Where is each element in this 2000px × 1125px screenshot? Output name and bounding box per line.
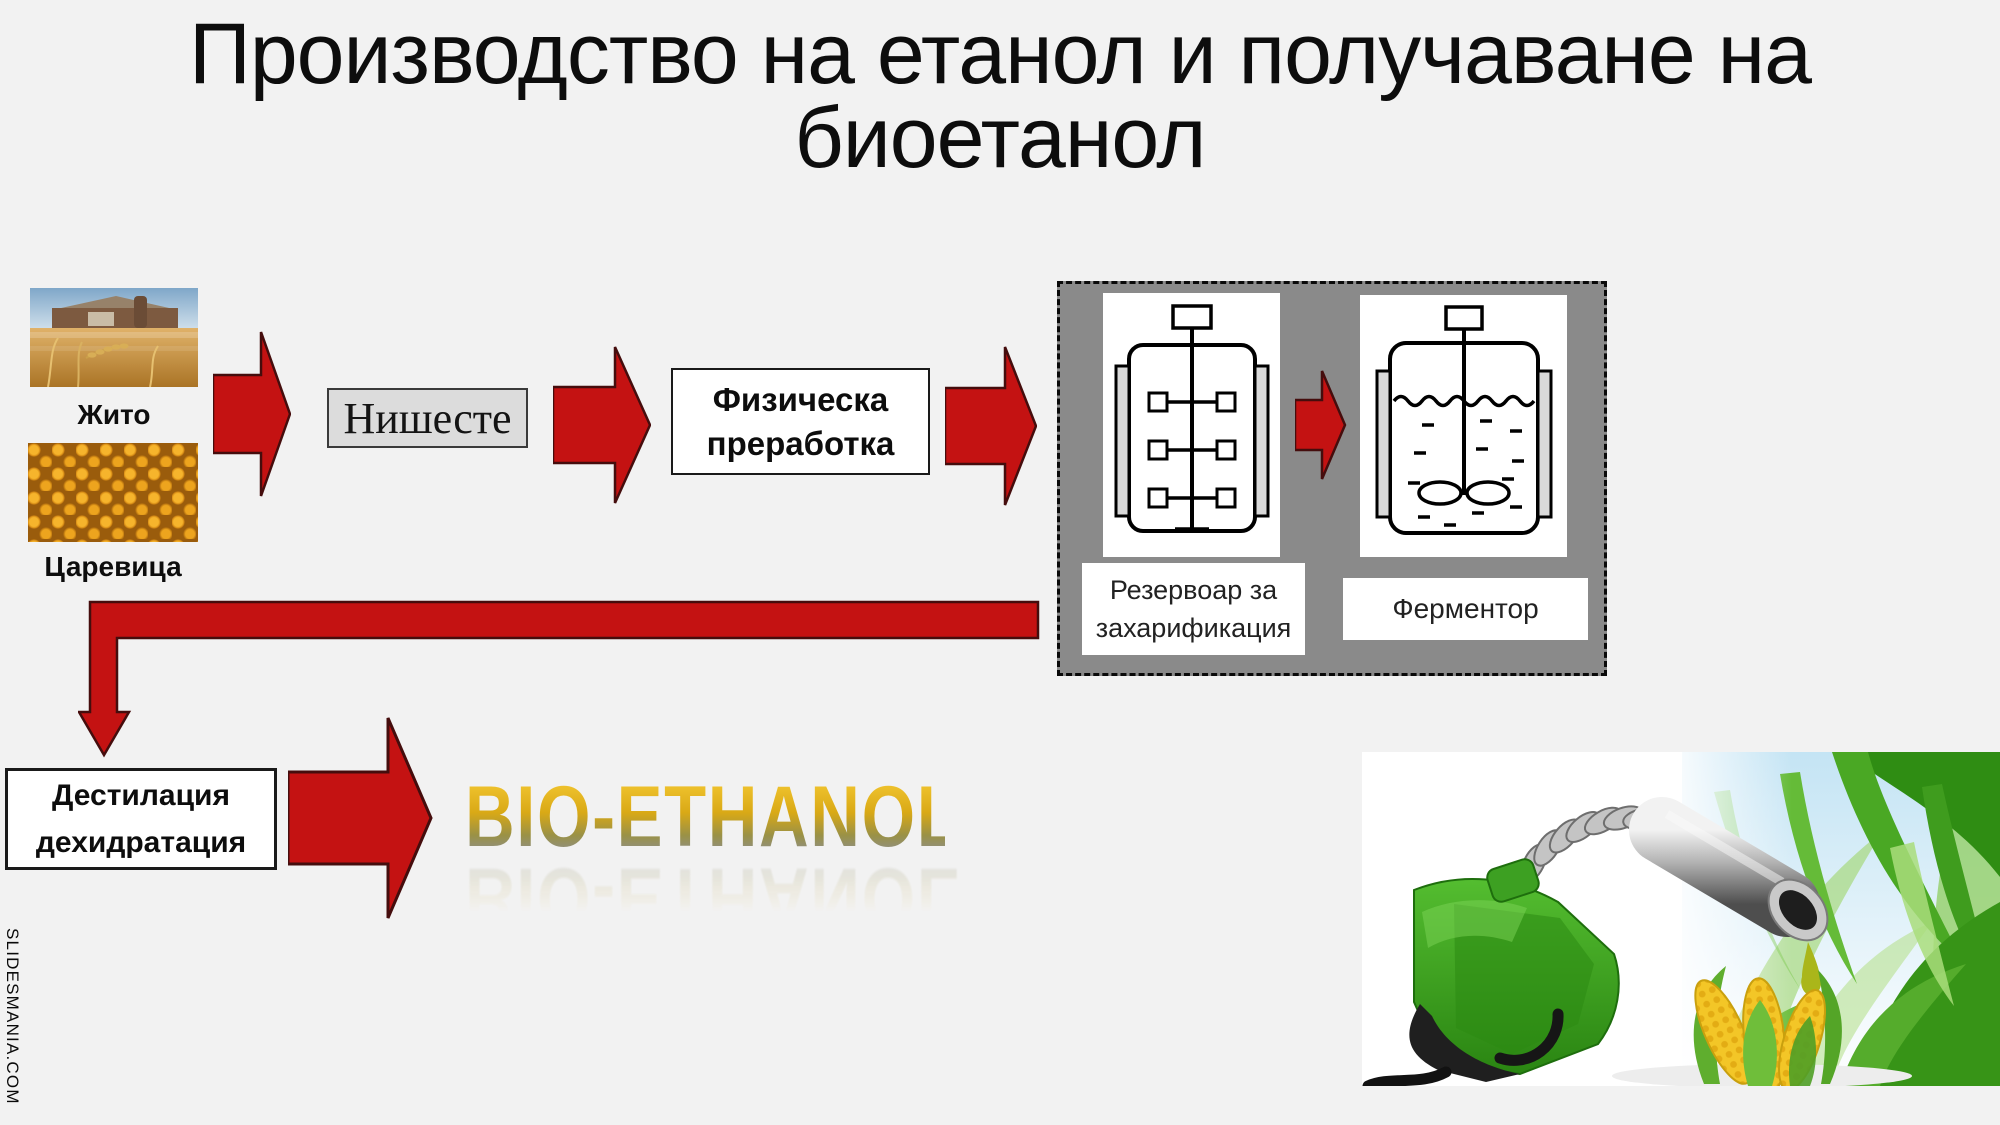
fermenter-label-text: Ферментор: [1392, 593, 1539, 624]
flow-arrow-1-icon: [213, 331, 291, 497]
physical-processing-line2: преработка: [706, 424, 895, 462]
saccharification-label: Резервоар за захарификация: [1082, 563, 1305, 655]
corn-label: Царевица: [44, 551, 182, 582]
slide-title: Производство на етанол и получаване на б…: [189, 6, 1812, 186]
watermark: SLIDESMANIA.COM: [3, 928, 22, 1105]
physical-processing-box: Физическа преработка: [671, 368, 930, 475]
panel-arrow-icon: [1295, 370, 1347, 480]
saccharification-label-line2: захарификация: [1095, 613, 1292, 643]
flow-arrow-3-icon: [945, 346, 1037, 506]
bioethanol-wordart: BIO-ETHANOL BIO-ETHANOL: [465, 768, 961, 946]
physical-processing-line1: Физическа: [712, 380, 889, 418]
bioethanol-text: BIO-ETHANOL: [465, 769, 961, 865]
saccharification-label-line1: Резервоар за: [1109, 575, 1278, 605]
elbow-connector-arrow: [78, 600, 1040, 758]
starch-box-label: Нишесте: [343, 393, 512, 443]
fuel-pump-corn-photo: [1362, 752, 2000, 1086]
distillation-line1: Дестилация: [52, 778, 230, 812]
flow-arrow-4-icon: [288, 717, 433, 919]
starch-box: Нишесте: [327, 388, 528, 448]
fermenter-tank-diagram: [1360, 295, 1567, 557]
fermenter-label: Ферментор: [1343, 578, 1588, 640]
bioethanol-reflection: BIO-ETHANOL: [465, 850, 961, 946]
saccharification-tank-diagram: [1103, 293, 1280, 557]
flow-arrow-2-icon: [553, 346, 651, 504]
wheat-label: Жито: [77, 399, 151, 430]
distillation-line2: дехидратация: [35, 825, 247, 859]
wheat-field-photo: [30, 288, 198, 387]
distillation-box: Дестилация дехидратация: [5, 768, 277, 870]
corn-kernels-photo: [28, 443, 198, 542]
